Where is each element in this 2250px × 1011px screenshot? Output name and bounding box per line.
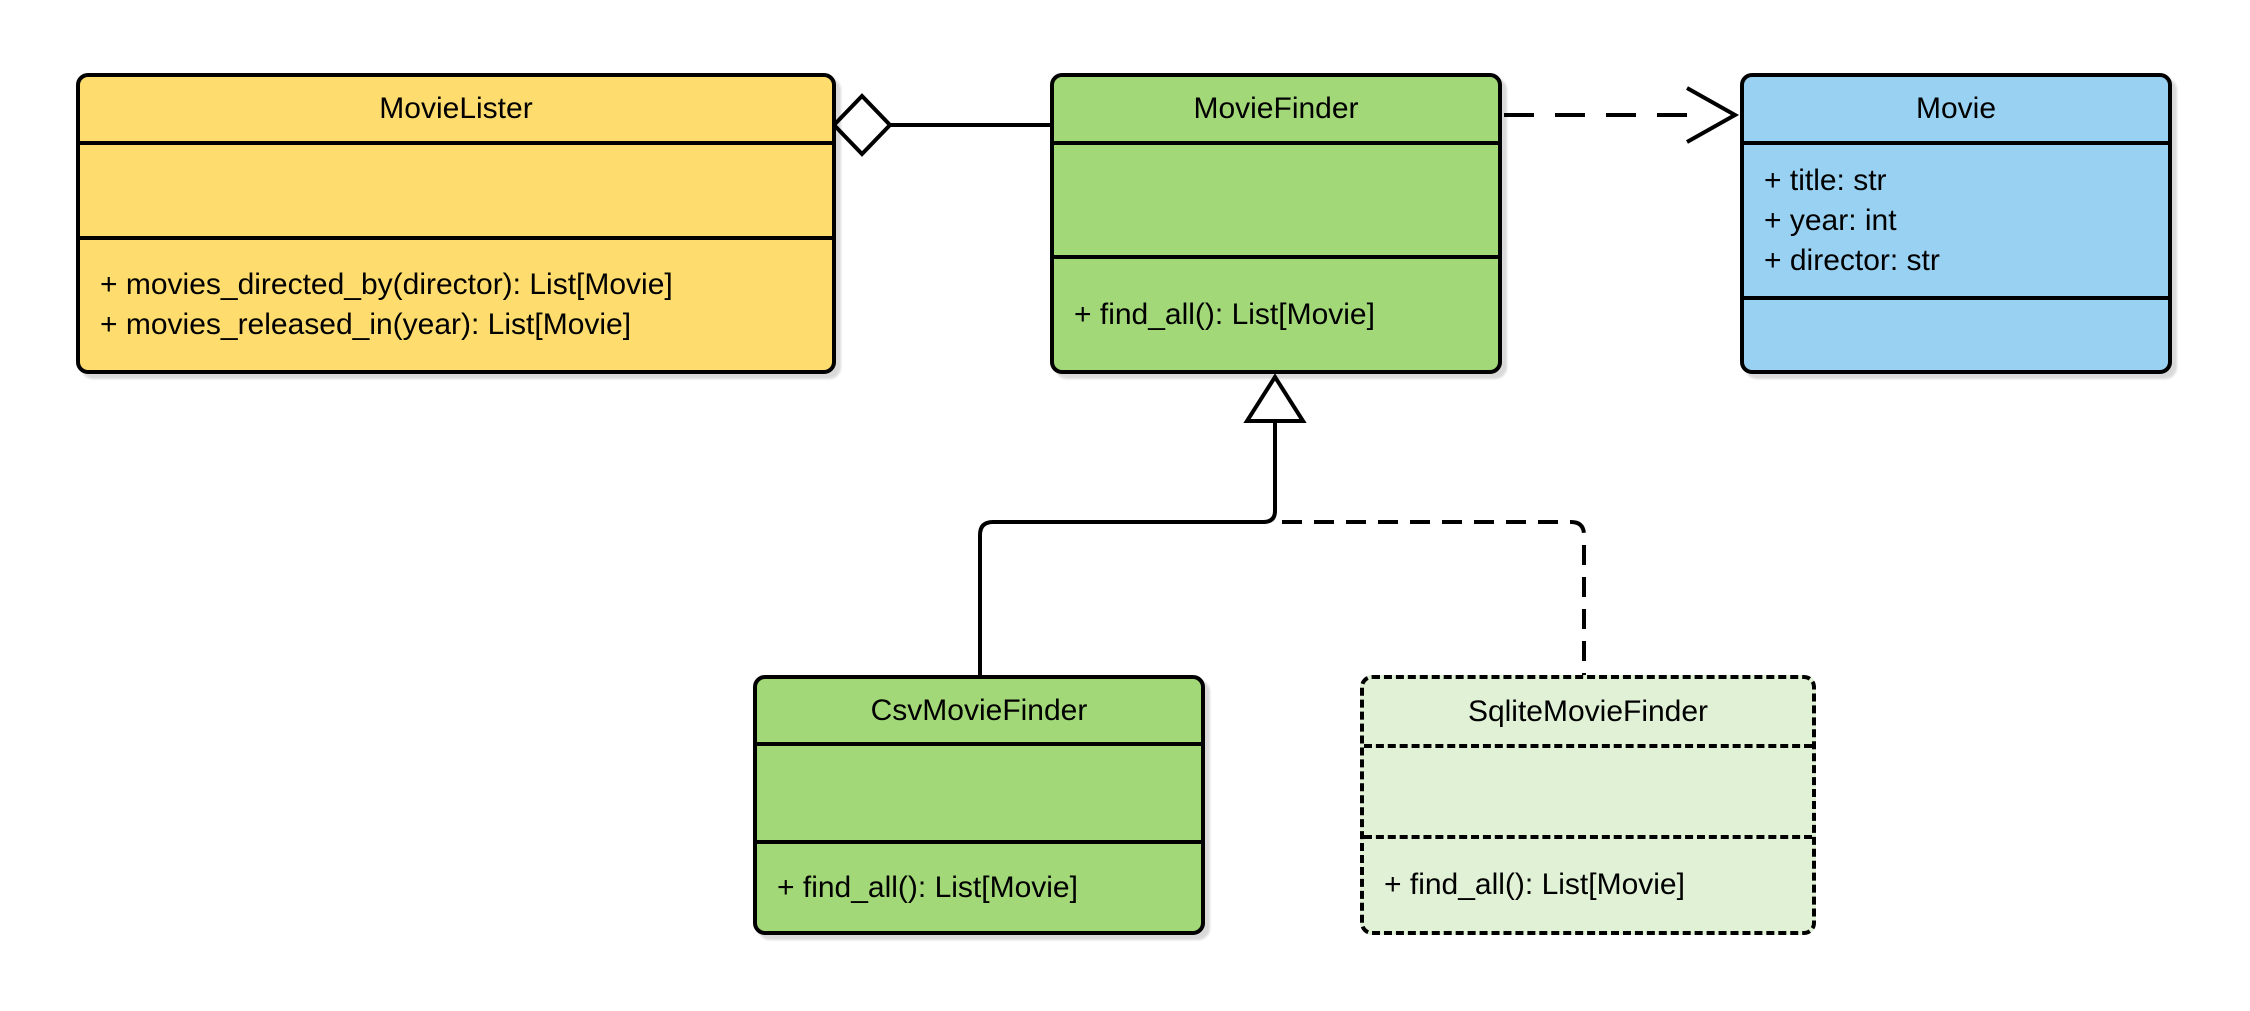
class-attributes: + title: str + year: int + director: str — [1744, 145, 2168, 300]
class-title: CsvMovieFinder — [757, 679, 1201, 746]
class-title: MovieFinder — [1054, 77, 1498, 145]
class-title: SqliteMovieFinder — [1364, 679, 1812, 748]
class-methods: + movies_directed_by(director): List[Mov… — [80, 240, 832, 370]
class-methods: + find_all(): List[Movie] — [1054, 259, 1498, 370]
class-csvmoviefinder: CsvMovieFinder + find_all(): List[Movie] — [753, 675, 1205, 935]
class-methods: + find_all(): List[Movie] — [1364, 839, 1812, 931]
attribute-item: + title: str — [1764, 163, 1887, 197]
class-attributes-empty — [757, 746, 1201, 844]
class-attributes-empty — [1054, 145, 1498, 259]
class-title: Movie — [1744, 77, 2168, 145]
class-sqlitemoviefinder: SqliteMovieFinder + find_all(): List[Mov… — [1360, 675, 1816, 935]
method-item: + find_all(): List[Movie] — [777, 870, 1078, 904]
method-item: + movies_directed_by(director): List[Mov… — [100, 268, 673, 301]
attribute-item: + year: int — [1764, 203, 1897, 237]
method-item: + find_all(): List[Movie] — [1074, 297, 1375, 331]
attribute-item: + director: str — [1764, 243, 1940, 277]
class-attributes-empty — [80, 145, 832, 240]
inheritance-triangle-icon — [1243, 373, 1307, 423]
open-arrowhead-icon — [1686, 86, 1740, 144]
inheritance-edge-sqlitemoviefinder-moviefinder — [1282, 520, 1586, 677]
method-item: + find_all(): List[Movie] — [1384, 868, 1685, 901]
class-title: MovieLister — [80, 77, 832, 145]
inheritance-edge-csvmoviefinder-moviefinder — [978, 421, 1277, 677]
class-methods: + find_all(): List[Movie] — [757, 844, 1201, 931]
aggregation-diamond-icon — [831, 93, 893, 157]
dependency-edge-moviefinder-movie — [1504, 86, 1740, 144]
class-methods-empty — [1744, 300, 2168, 370]
aggregation-edge-movielister-moviefinder — [831, 93, 1052, 157]
method-item: + movies_released_in(year): List[Movie] — [100, 308, 632, 341]
class-moviefinder: MovieFinder + find_all(): List[Movie] — [1050, 73, 1502, 374]
class-movielister: MovieLister + movies_directed_by(directo… — [76, 73, 836, 374]
class-attributes-empty — [1364, 748, 1812, 839]
class-movie: Movie + title: str + year: int + directo… — [1740, 73, 2172, 374]
